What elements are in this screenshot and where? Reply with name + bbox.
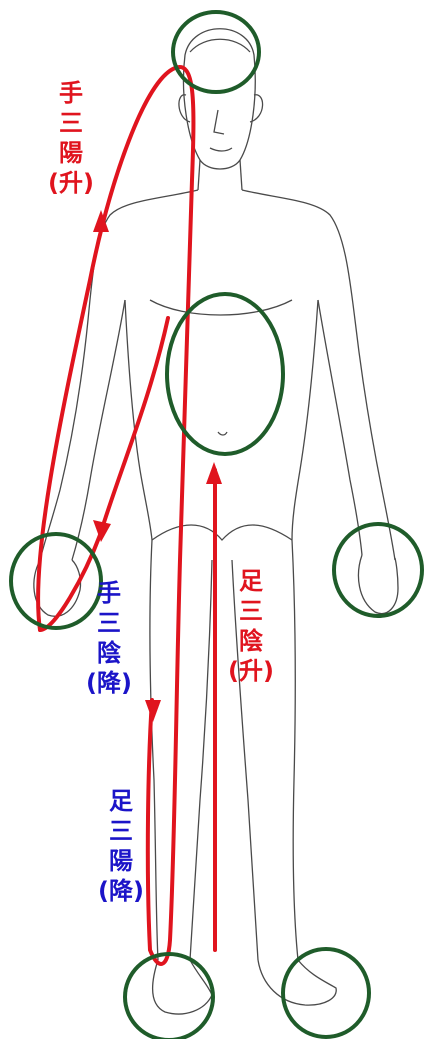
label-char: (升): [48, 168, 94, 198]
label-hand-three-yang: 手 三 陽 (升): [48, 78, 94, 198]
left-foot-circle: [125, 954, 213, 1039]
arrow-up-foot-yin: [206, 462, 222, 484]
label-char: 足: [239, 566, 263, 596]
left-shoulder: [40, 190, 198, 560]
right-hand-circle: [334, 524, 422, 616]
hairline: [190, 39, 250, 52]
label-char: (降): [86, 668, 132, 698]
label-hand-three-yin: 手 三 陰 (降): [86, 578, 132, 698]
label-char: 手: [59, 78, 83, 108]
right-foot: [258, 960, 336, 1005]
label-foot-three-yang: 足 三 陽 (降): [98, 786, 144, 906]
label-char: 足: [109, 786, 133, 816]
navel: [218, 432, 227, 435]
label-char: 陽: [59, 138, 83, 168]
right-foot-circle: [283, 949, 369, 1037]
arrow-down-foot-yang: [145, 700, 161, 722]
right-leg-outer: [292, 540, 298, 960]
label-char: 三: [109, 816, 133, 846]
label-char: (降): [98, 876, 144, 906]
right-ear: [250, 95, 263, 122]
label-char: (升): [228, 656, 274, 686]
label-char: 三: [97, 608, 121, 638]
right-arm-inner: [318, 300, 362, 555]
chest-line: [150, 300, 292, 315]
mouth: [210, 148, 232, 151]
label-char: 陰: [97, 638, 121, 668]
label-char: 三: [59, 108, 83, 138]
label-char: 手: [97, 578, 121, 608]
right-shoulder: [242, 190, 395, 560]
arrow-down-hand-yin: [93, 520, 111, 542]
neck-right: [240, 160, 242, 190]
label-char: 陽: [109, 846, 133, 876]
left-arm-inner: [72, 300, 125, 560]
label-char: 三: [239, 596, 263, 626]
torso-right: [292, 300, 318, 540]
label-foot-three-yin: 足 三 陰 (升): [228, 566, 274, 686]
groin: [152, 525, 292, 540]
neck-left: [198, 160, 200, 190]
nose: [214, 110, 224, 134]
left-leg-inner: [190, 560, 212, 960]
right-hand-outline: [358, 555, 398, 614]
label-char: 陰: [239, 626, 263, 656]
